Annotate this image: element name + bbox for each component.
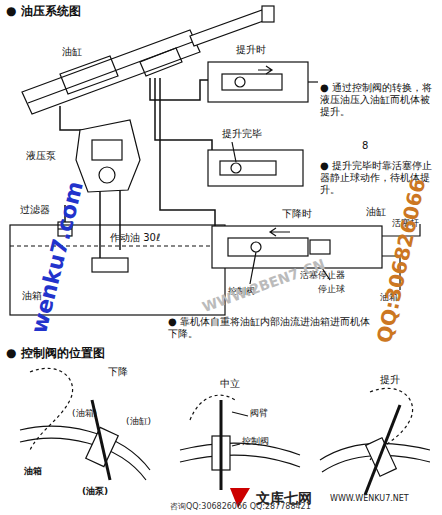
footer-contact: 咨询QQ:306826066 QQ:287788421 <box>170 502 311 512</box>
valve-spool <box>222 74 282 90</box>
valve-position-lift <box>320 388 430 495</box>
callout-note: ● 靠机体自重将油缸内部油流进油箱进而机体下降。 <box>168 316 378 340</box>
callout-note: ● 通过控制阀的转换，将液压油压入油缸而机体被提升。 <box>320 82 432 118</box>
pump-gear <box>99 167 115 183</box>
valve-arm <box>365 405 400 495</box>
rod-end <box>262 6 274 22</box>
leader-line <box>232 444 240 446</box>
part-label: 油箱 <box>24 466 42 477</box>
part-label: 阀臂 <box>250 408 268 419</box>
oil-pipes <box>60 78 215 260</box>
diagram-title: ● 油压系统图 <box>6 4 81 18</box>
pump-valve <box>92 140 122 160</box>
part-label: 停止球 <box>318 284 345 295</box>
cylinder-axis <box>28 41 195 103</box>
part-label: (油箱) <box>72 408 97 419</box>
valve-arm <box>220 400 223 490</box>
leader-line <box>232 412 248 416</box>
part-label: 油缸 <box>62 46 82 58</box>
leader-line <box>232 142 236 162</box>
pipe-curve <box>180 455 300 467</box>
part-label: (油泵) <box>82 486 108 497</box>
pipe-curve <box>180 443 300 455</box>
part-label: 油缸 <box>366 206 386 218</box>
valve-port <box>308 81 318 82</box>
callout-number: 8 <box>362 140 368 152</box>
flow-arrow <box>270 228 290 236</box>
hydraulic-pump <box>76 120 140 192</box>
cylinder-bracket <box>60 56 118 94</box>
watermark: wenku7.com <box>26 179 89 337</box>
valve-body <box>208 150 303 186</box>
valve-spool <box>228 238 308 256</box>
pump-body <box>76 120 140 192</box>
state-label: 下降 <box>108 366 128 378</box>
oil-note: 作动油 30ℓ <box>110 232 160 244</box>
piston-stopper <box>310 240 330 254</box>
valve-body <box>212 226 382 268</box>
stop-ball <box>231 163 241 173</box>
stop-ball <box>235 77 245 87</box>
state-label: 提升 <box>380 374 400 386</box>
pipe <box>60 106 90 130</box>
piston-rod <box>190 10 266 46</box>
valve-spool <box>220 161 276 175</box>
valve-position-neutral <box>180 395 300 490</box>
valve-body <box>208 62 308 102</box>
pipe <box>160 78 215 245</box>
state-label: 中立 <box>220 378 240 390</box>
state-label: 提升时 <box>236 44 266 56</box>
pipe <box>155 78 212 165</box>
part-label: 过滤器 <box>20 204 50 216</box>
valve-lift-section <box>208 62 318 102</box>
flow-arrow <box>258 66 272 74</box>
valve-stop-section <box>208 142 303 186</box>
part-label: 控制阀 <box>242 436 269 447</box>
state-label: 下降时 <box>282 208 312 220</box>
pipe <box>150 78 210 100</box>
strainer <box>92 258 128 272</box>
footer-url: WWW.WENKU7.NET <box>330 494 409 504</box>
stop-ball <box>251 242 261 252</box>
pipe-curve <box>20 438 146 480</box>
section-heading: ● 控制阀的位置图 <box>6 346 105 360</box>
part-label: (油缸) <box>126 416 151 427</box>
cylinder-body <box>22 30 200 114</box>
state-label: 提升完毕 <box>222 128 262 140</box>
oil-level <box>10 245 225 246</box>
lever-path <box>190 395 235 420</box>
part-label: 液压泵 <box>26 150 56 162</box>
cylinder-bracket <box>140 48 182 76</box>
